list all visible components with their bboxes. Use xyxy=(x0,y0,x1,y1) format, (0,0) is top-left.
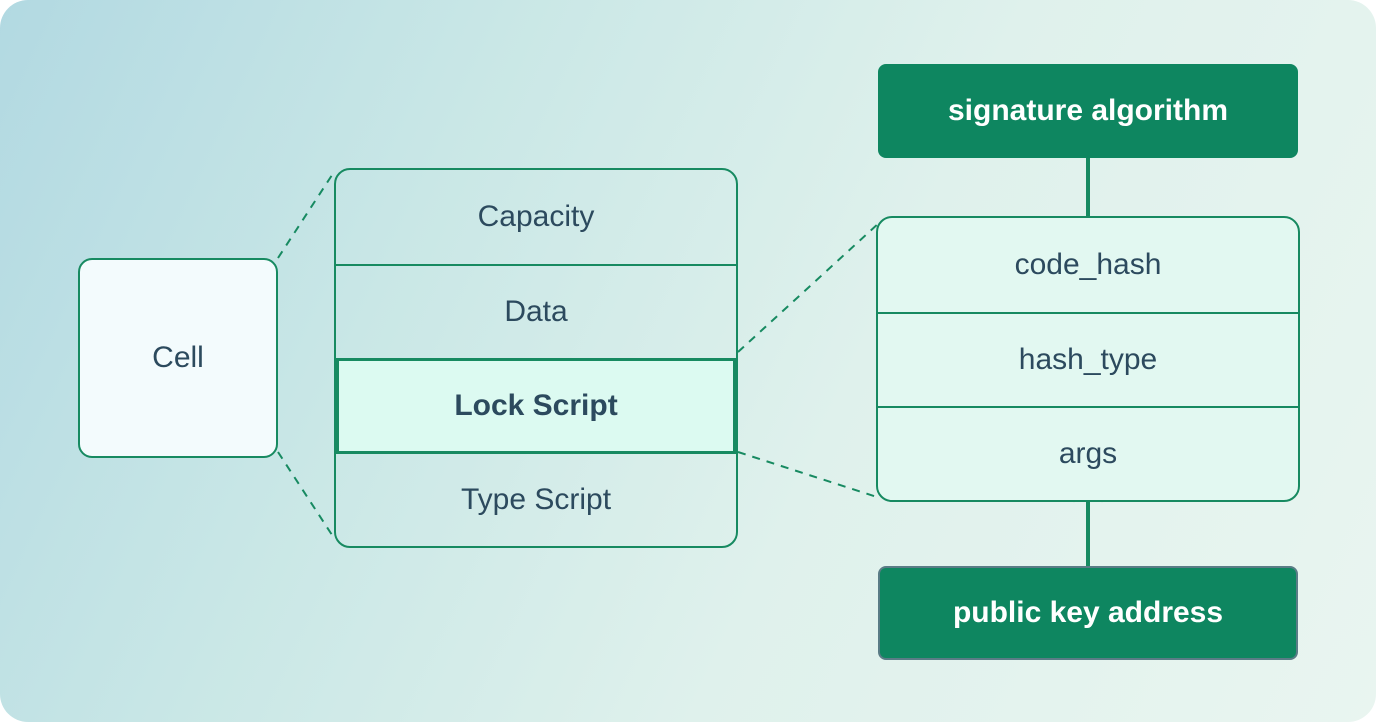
data-field: Data xyxy=(336,264,736,358)
lock-script-field: Lock Script xyxy=(336,358,736,454)
lock-script-to-code-hash-connector xyxy=(737,221,881,353)
cell-box: Cell xyxy=(78,258,278,458)
lock-script-structure: code_hash hash_type args xyxy=(876,216,1300,502)
public-key-address-box: public key address xyxy=(878,566,1298,660)
type-script-field: Type Script xyxy=(460,483,612,516)
cell-label: Cell xyxy=(152,341,204,374)
cell-to-capacity-connector xyxy=(277,171,335,259)
public-key-address-label: public key address xyxy=(952,596,1224,629)
cell-to-type-script-connector xyxy=(277,451,335,539)
lock-script-to-args-connector xyxy=(737,451,881,499)
code-hash-field: code_hash xyxy=(1014,248,1162,281)
hash-type-field: hash_type xyxy=(878,312,1298,408)
args-field: args xyxy=(1058,437,1118,470)
cell-fields-stack: Capacity Data Lock Script Type Script xyxy=(334,168,738,548)
capacity-field: Capacity xyxy=(477,200,595,233)
signature-algorithm-box: signature algorithm xyxy=(878,64,1298,158)
signature-algorithm-label: signature algorithm xyxy=(947,94,1229,127)
